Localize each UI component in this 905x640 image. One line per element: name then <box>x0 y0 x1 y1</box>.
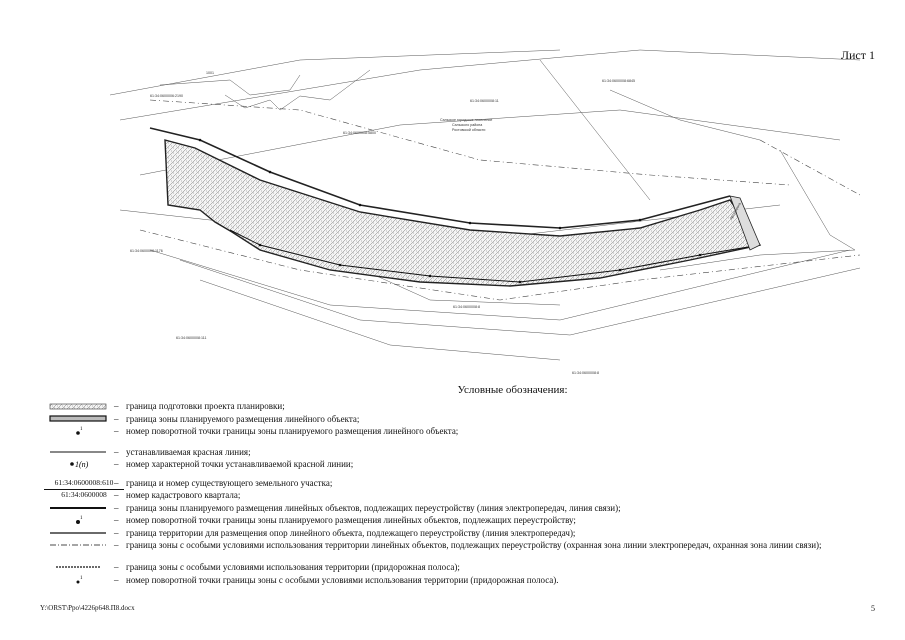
relocation-zone-symbol <box>50 506 106 509</box>
parcel-bottom-mid-label: 61:34:0600008:8 <box>453 305 480 309</box>
svg-text:1: 1 <box>80 516 83 521</box>
label-1001: 1001 <box>206 71 214 75</box>
parcel-bottom-left-label: 61:34:0600008:111 <box>176 336 206 340</box>
project-boundary-symbol <box>49 403 107 410</box>
planned-zone-symbol <box>49 414 107 422</box>
legend-item-relocation-point: 1 – номер поворотной точки границы зоны … <box>40 514 870 527</box>
protection-zone-symbol <box>50 544 106 546</box>
legend-item-turning-point: 1 – номер поворотной точки границы зоны … <box>40 425 870 438</box>
parcel-bottom-right-label: 61:34:0600008:8 <box>572 371 599 375</box>
legend: – граница подготовки проекта планировки;… <box>40 400 870 586</box>
sheet-label: Лист 1 <box>840 48 875 62</box>
legend-item-red-line: – устанавливаемая красная линия; <box>40 446 870 459</box>
svg-text:1(п): 1(п) <box>75 460 89 469</box>
planned-zone <box>164 139 762 287</box>
red-line-symbol <box>50 451 106 452</box>
legend-item-roadside-point: 1 – номер поворотной точки границы зоны … <box>40 574 870 587</box>
roadside-point-symbol: 1 <box>76 576 83 583</box>
legend-item-supports-territory: – граница территории для размещения опор… <box>40 527 870 540</box>
red-line <box>229 229 761 283</box>
survey-dashed <box>139 99 861 301</box>
roadside-strip-symbol <box>56 566 100 568</box>
legend-item-roadside-strip: – граница зоны с особыми условиями испол… <box>40 561 870 574</box>
svg-text:1: 1 <box>80 576 83 581</box>
parcel-symbol: 61:34:0600008:610 <box>44 477 124 490</box>
district-label: Сальского района <box>452 123 482 127</box>
parcel-left-top-label: 61:34:0600006:2190 <box>150 94 183 98</box>
planning-map: 1001 61:34:0600006:2190 61:34:0600008:11… <box>109 49 861 375</box>
parcel-top-label: 61:34:0600008:11 <box>470 99 499 103</box>
parcel-left-label: 61:34:0600008:1176 <box>130 249 163 253</box>
legend-item-parcel: 61:34:0600008:610 – граница и номер суще… <box>40 477 870 490</box>
supports-territory-symbol <box>50 531 106 534</box>
parcel-right-top-label: 61:34:0600008:6845 <box>602 79 635 83</box>
legend-item-project-boundary: – граница подготовки проекта планировки; <box>40 400 870 413</box>
region-label: Ростовской области <box>452 128 485 132</box>
legend-item-protection-zone: – граница зоны с особыми условиями испол… <box>40 539 870 561</box>
legend-title: Условные обозначения: <box>457 384 568 396</box>
turning-points <box>198 138 702 284</box>
settlement-label: Сальское городское поселение <box>440 118 492 122</box>
project-boundary <box>149 127 731 229</box>
red-line-point-symbol: 1(п) <box>70 460 89 469</box>
legend-item-relocation-zone: – граница зоны планируемого размещения л… <box>40 502 870 515</box>
page-number: 5 <box>871 604 875 613</box>
cadastral-quarter-symbol: 61:34:0600008 <box>61 490 107 499</box>
legend-item-cadastral-quarter: 61:34:0600008 – номер кадастрового кварт… <box>40 489 870 502</box>
turning-point-symbol: 1 <box>76 427 83 435</box>
parcel-mid-label: 61:34:0600008:5800 <box>343 131 376 135</box>
legend-item-planned-zone: – граница зоны планируемого размещения л… <box>40 413 870 426</box>
svg-text:1: 1 <box>80 427 83 432</box>
legend-item-red-line-point: 1(п) – номер характерной точки устанавли… <box>40 458 870 471</box>
footer-file-path: Y:\ORST\Ppo\4226p648.П8.docx <box>40 604 135 612</box>
relocation-point-symbol: 1 <box>76 516 83 524</box>
